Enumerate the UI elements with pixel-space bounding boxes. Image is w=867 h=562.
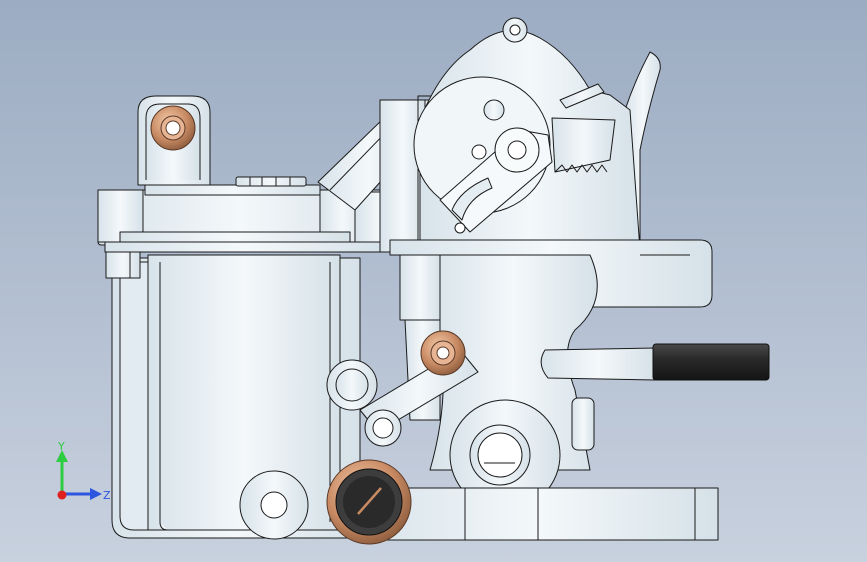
y-axis-label: Y	[57, 440, 65, 453]
idle-screw-plug	[326, 459, 412, 545]
x-axis-icon	[57, 490, 67, 500]
drain-boss	[239, 470, 309, 540]
bowl-lid	[97, 176, 406, 279]
fuel-inlet	[540, 347, 656, 381]
y-arrow-icon	[56, 450, 68, 462]
venturi-body	[399, 254, 598, 511]
base-plate	[359, 487, 719, 541]
z-axis-label: Z	[103, 489, 111, 502]
carb-flange	[389, 239, 713, 308]
fuel-hose	[652, 343, 770, 381]
diaphragm-housing	[413, 17, 641, 251]
float-bowl	[111, 254, 361, 539]
bolt-idle-passage	[420, 330, 466, 376]
z-arrow-icon	[90, 488, 102, 500]
bolt-top-ear	[150, 105, 196, 151]
axis-triad: Y Z	[56, 440, 111, 502]
